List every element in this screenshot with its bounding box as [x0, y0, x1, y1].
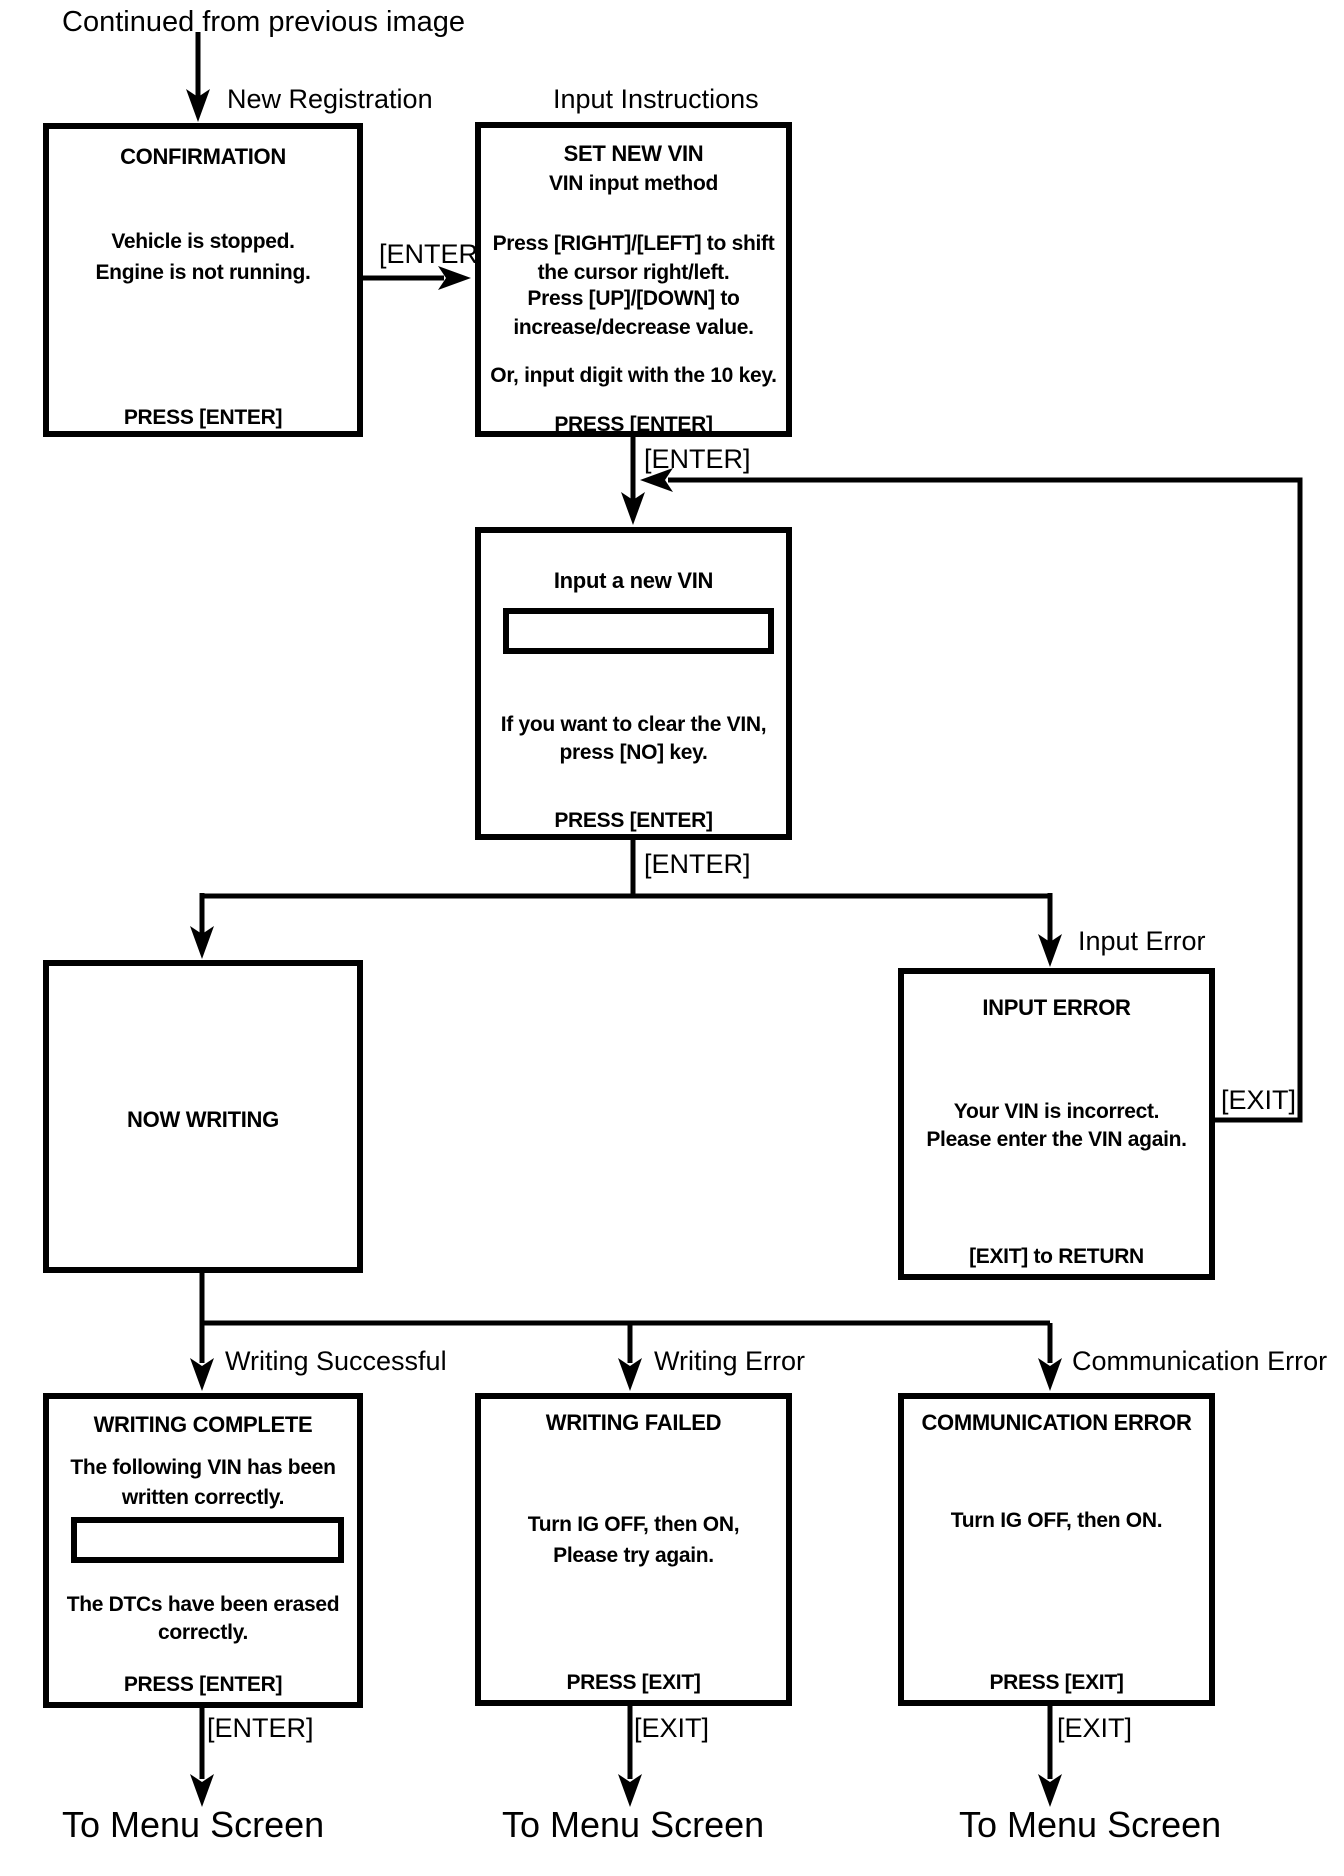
input-instructions-label: Input Instructions	[553, 84, 759, 114]
to-writing-complete-arrowhead	[190, 1358, 214, 1391]
enter-label-instructions-to-input: [ENTER]	[644, 444, 751, 474]
enter-label-below-complete: [ENTER]	[207, 1713, 314, 1743]
writing-failed-title: WRITING FAILED	[545, 1410, 722, 1435]
communication-error-action: PRESS [EXIT]	[989, 1671, 1124, 1694]
confirmation-action: PRESS [ENTER]	[123, 406, 283, 429]
input-new-vin-screen-box: Input a new VIN If you want to clear the…	[475, 527, 792, 840]
confirmation-screen-box: CONFIRMATION Vehicle is stopped. Engine …	[43, 123, 363, 437]
exit-return-loop-line	[668, 477, 1303, 1123]
writing-failed-line2: Please try again.	[553, 1544, 714, 1567]
vin-display-field	[71, 1517, 344, 1563]
communication-error-line1: Turn IG OFF, then ON.	[950, 1509, 1163, 1532]
to-now-writing-arrowhead	[190, 926, 214, 959]
exit-label-below-comm-error: [EXIT]	[1057, 1713, 1133, 1743]
enter-label-input-to-branch: [ENTER]	[644, 849, 751, 879]
input-new-vin-line1: If you want to clear the VIN,	[500, 713, 767, 736]
writing-complete-action: PRESS [ENTER]	[123, 1673, 283, 1696]
input-error-action: [EXIT] to RETURN	[969, 1245, 1144, 1268]
writing-successful-branch-label: Writing Successful	[225, 1346, 447, 1376]
confirmation-line2: Engine is not running.	[95, 261, 311, 284]
branch-line-top	[199, 893, 1053, 943]
input-new-vin-line2: press [NO] key.	[559, 741, 708, 764]
to-menu-screen-label-3: To Menu Screen	[959, 1804, 1222, 1845]
set-new-vin-screen-box: SET NEW VIN VIN input method Press [RIGH…	[475, 122, 792, 437]
exit-return-arrowhead	[640, 468, 673, 492]
input-error-screen-box: INPUT ERROR Your VIN is incorrect. Pleas…	[898, 968, 1215, 1280]
writing-complete-line2: written correctly.	[121, 1486, 285, 1509]
set-new-vin-subtitle: VIN input method	[548, 172, 719, 195]
instructions-to-input-arrowhead	[621, 492, 645, 525]
set-new-vin-line1: Press [RIGHT]/[LEFT] to shift	[492, 232, 775, 255]
now-writing-screen-box: NOW WRITING	[43, 960, 363, 1273]
writing-complete-line3: The DTCs have been erased	[66, 1593, 340, 1616]
exit-label-below-failed: [EXIT]	[634, 1713, 710, 1743]
communication-error-title: COMMUNICATION ERROR	[921, 1410, 1192, 1435]
set-new-vin-line4: increase/decrease value.	[513, 316, 754, 339]
split-line-bottom	[199, 1320, 1053, 1363]
writing-complete-screen-box: WRITING COMPLETE The following VIN has b…	[43, 1393, 363, 1708]
to-writing-failed-arrowhead	[618, 1358, 642, 1391]
input-new-vin-action: PRESS [ENTER]	[554, 809, 713, 832]
exit-return-loop-label: [EXIT]	[1221, 1085, 1297, 1115]
vin-input-field	[503, 608, 774, 654]
input-error-title: INPUT ERROR	[982, 995, 1131, 1020]
writing-failed-line1: Turn IG OFF, then ON,	[527, 1513, 740, 1536]
writing-complete-line1: The following VIN has been	[70, 1456, 336, 1479]
to-comm-error-arrowhead	[1038, 1358, 1062, 1391]
writing-error-branch-label: Writing Error	[654, 1346, 806, 1376]
new-registration-label: New Registration	[227, 84, 433, 114]
complete-to-menu-arrowhead	[190, 1774, 214, 1807]
comm-to-menu-arrowhead	[1038, 1774, 1062, 1807]
confirmation-title: CONFIRMATION	[120, 144, 286, 169]
input-new-vin-title: Input a new VIN	[553, 568, 714, 593]
writing-failed-action: PRESS [EXIT]	[566, 1671, 701, 1694]
continued-from-label: Continued from previous image	[62, 6, 465, 38]
confirm-to-instructions-arrowhead	[438, 266, 471, 290]
to-menu-screen-label-1: To Menu Screen	[62, 1804, 325, 1845]
set-new-vin-title: SET NEW VIN	[563, 141, 704, 166]
enter-label-confirm-to-instructions: [ENTER]	[379, 239, 486, 269]
set-new-vin-line3: Press [UP]/[DOWN] to	[527, 287, 740, 310]
set-new-vin-line5: Or, input digit with the 10 key.	[490, 364, 777, 387]
input-error-branch-label: Input Error	[1078, 926, 1206, 956]
entry-arrowhead	[186, 89, 210, 122]
writing-failed-screen-box: WRITING FAILED Turn IG OFF, then ON, Ple…	[475, 1393, 792, 1706]
to-menu-screen-label-2: To Menu Screen	[502, 1804, 765, 1845]
to-input-error-arrowhead	[1038, 934, 1062, 967]
set-new-vin-action: PRESS [ENTER]	[554, 413, 713, 436]
input-error-line1: Your VIN is incorrect.	[953, 1100, 1160, 1123]
confirmation-line1: Vehicle is stopped.	[111, 230, 295, 253]
communication-error-branch-label: Communication Error	[1072, 1346, 1328, 1376]
set-new-vin-line2: the cursor right/left.	[537, 261, 730, 284]
writing-complete-title: WRITING COMPLETE	[93, 1412, 313, 1437]
failed-to-menu-arrowhead	[618, 1774, 642, 1807]
communication-error-screen-box: COMMUNICATION ERROR Turn IG OFF, then ON…	[898, 1393, 1215, 1706]
now-writing-title: NOW WRITING	[127, 1107, 279, 1132]
input-error-line2: Please enter the VIN again.	[926, 1128, 1187, 1151]
writing-complete-line4: correctly.	[158, 1621, 248, 1644]
